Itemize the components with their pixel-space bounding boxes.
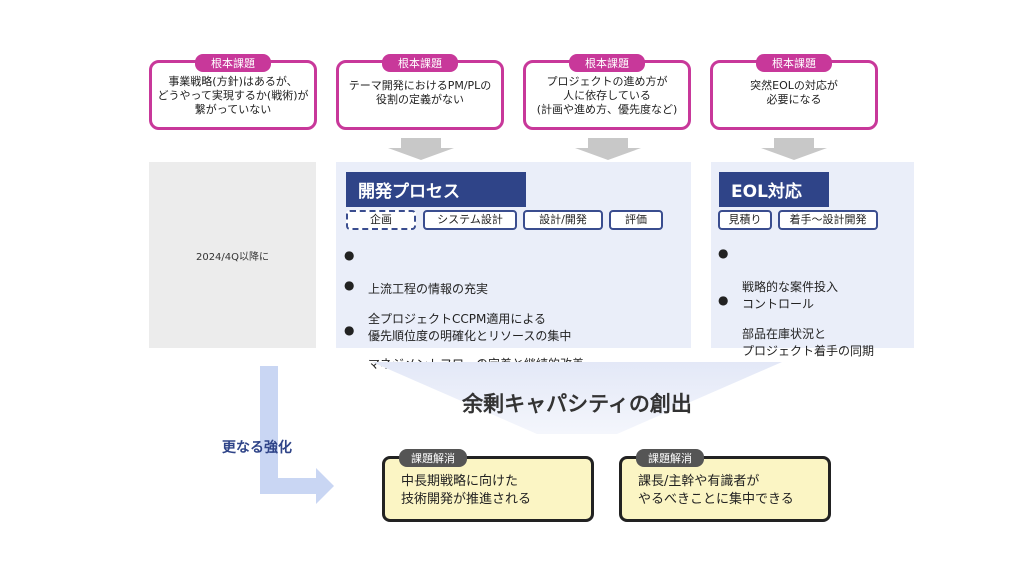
step-design-dev: 設計/開発 <box>523 210 603 230</box>
bullet-icon: ● <box>344 278 355 292</box>
root-issue-tag: 根本課題 <box>195 54 271 72</box>
down-arrow-icon <box>761 138 827 160</box>
step-estimate: 見積り <box>718 210 772 230</box>
resolution-text: 中長期戦略に向けた 技術開発が推進される <box>401 474 532 507</box>
funnel-arrow-icon <box>372 362 782 434</box>
bullet-icon: ● <box>718 293 729 307</box>
eol-bullet-1: ● 戦略的な案件投入 コントロール <box>718 245 838 330</box>
boost-label: 更なる強化 <box>222 440 292 456</box>
bullet-text: 部品在庫状況と プロジェクト着手の同期 <box>742 327 875 358</box>
bullet-text: 全プロジェクトCCPM適用による 優先順位度の明確化とリソースの集中 <box>368 312 572 343</box>
step-start-design: 着手～設計開発 <box>778 210 878 230</box>
root-issue-box-1: 根本課題 事業戦略(方針)はあるが、 どうやって実現するか(戦術)が 繋がってい… <box>149 54 317 130</box>
down-arrow-icon <box>388 138 454 160</box>
root-issue-tag: 根本課題 <box>382 54 458 72</box>
bullet-icon: ● <box>718 246 729 260</box>
root-issue-text: テーマ開発におけるPM/PLの 役割の定義がない <box>348 79 492 106</box>
future-panel-label: 2024/4Q以降に <box>195 252 270 263</box>
boost-arrow-head-icon <box>316 468 334 504</box>
root-issue-tag: 根本課題 <box>756 54 832 72</box>
step-evaluation: 評価 <box>609 210 663 230</box>
root-issue-box-2: 根本課題 テーマ開発におけるPM/PLの 役割の定義がない <box>336 54 504 130</box>
bullet-text: 上流工程の情報の充実 <box>368 282 489 296</box>
root-issue-box-3: 根本課題 プロジェクトの進め方が 人に依存している (計画や進め方、優先度など) <box>523 54 691 130</box>
bullet-icon: ● <box>344 248 355 262</box>
resolution-box-1: 課題解消 中長期戦略に向けた 技術開発が推進される <box>382 449 594 522</box>
down-arrow-icon <box>575 138 641 160</box>
root-issue-text: 事業戦略(方針)はあるが、 どうやって実現するか(戦術)が 繋がっていない <box>157 75 309 116</box>
bullet-text: 戦略的な案件投入 コントロール <box>742 280 839 311</box>
root-issue-text: 突然EOLの対応が 必要になる <box>750 79 838 106</box>
resolution-box-2: 課題解消 課長/主幹や有識者が やるべきことに集中できる <box>619 449 831 522</box>
resolution-tag: 課題解消 <box>399 449 467 467</box>
step-planning: 企画 <box>346 210 416 230</box>
root-issue-tag: 根本課題 <box>569 54 645 72</box>
dev-process-title: 開発プロセス <box>346 172 526 207</box>
resolution-tag: 課題解消 <box>636 449 704 467</box>
step-system-design: システム設計 <box>423 210 517 230</box>
outcome-title: 余剰キャパシティの創出 <box>462 392 692 416</box>
bullet-icon: ● <box>344 323 355 337</box>
root-issue-box-4: 根本課題 突然EOLの対応が 必要になる <box>710 54 878 130</box>
dev-bullet-1: ● 上流工程の情報の充実 <box>344 247 488 315</box>
boost-arrow-icon <box>260 366 278 494</box>
eol-title: EOL対応 <box>719 172 829 207</box>
future-panel: 2024/4Q以降に <box>149 162 316 348</box>
dev-bullet-2: ● 全プロジェクトCCPM適用による 優先順位度の明確化とリソースの集中 <box>344 277 571 362</box>
eol-bullet-2: ● 部品在庫状況と プロジェクト着手の同期 <box>718 292 874 377</box>
root-issue-text: プロジェクトの進め方が 人に依存している (計画や進め方、優先度など) <box>536 75 678 116</box>
boost-arrow-icon <box>260 478 316 494</box>
resolution-text: 課長/主幹や有識者が やるべきことに集中できる <box>638 474 794 507</box>
